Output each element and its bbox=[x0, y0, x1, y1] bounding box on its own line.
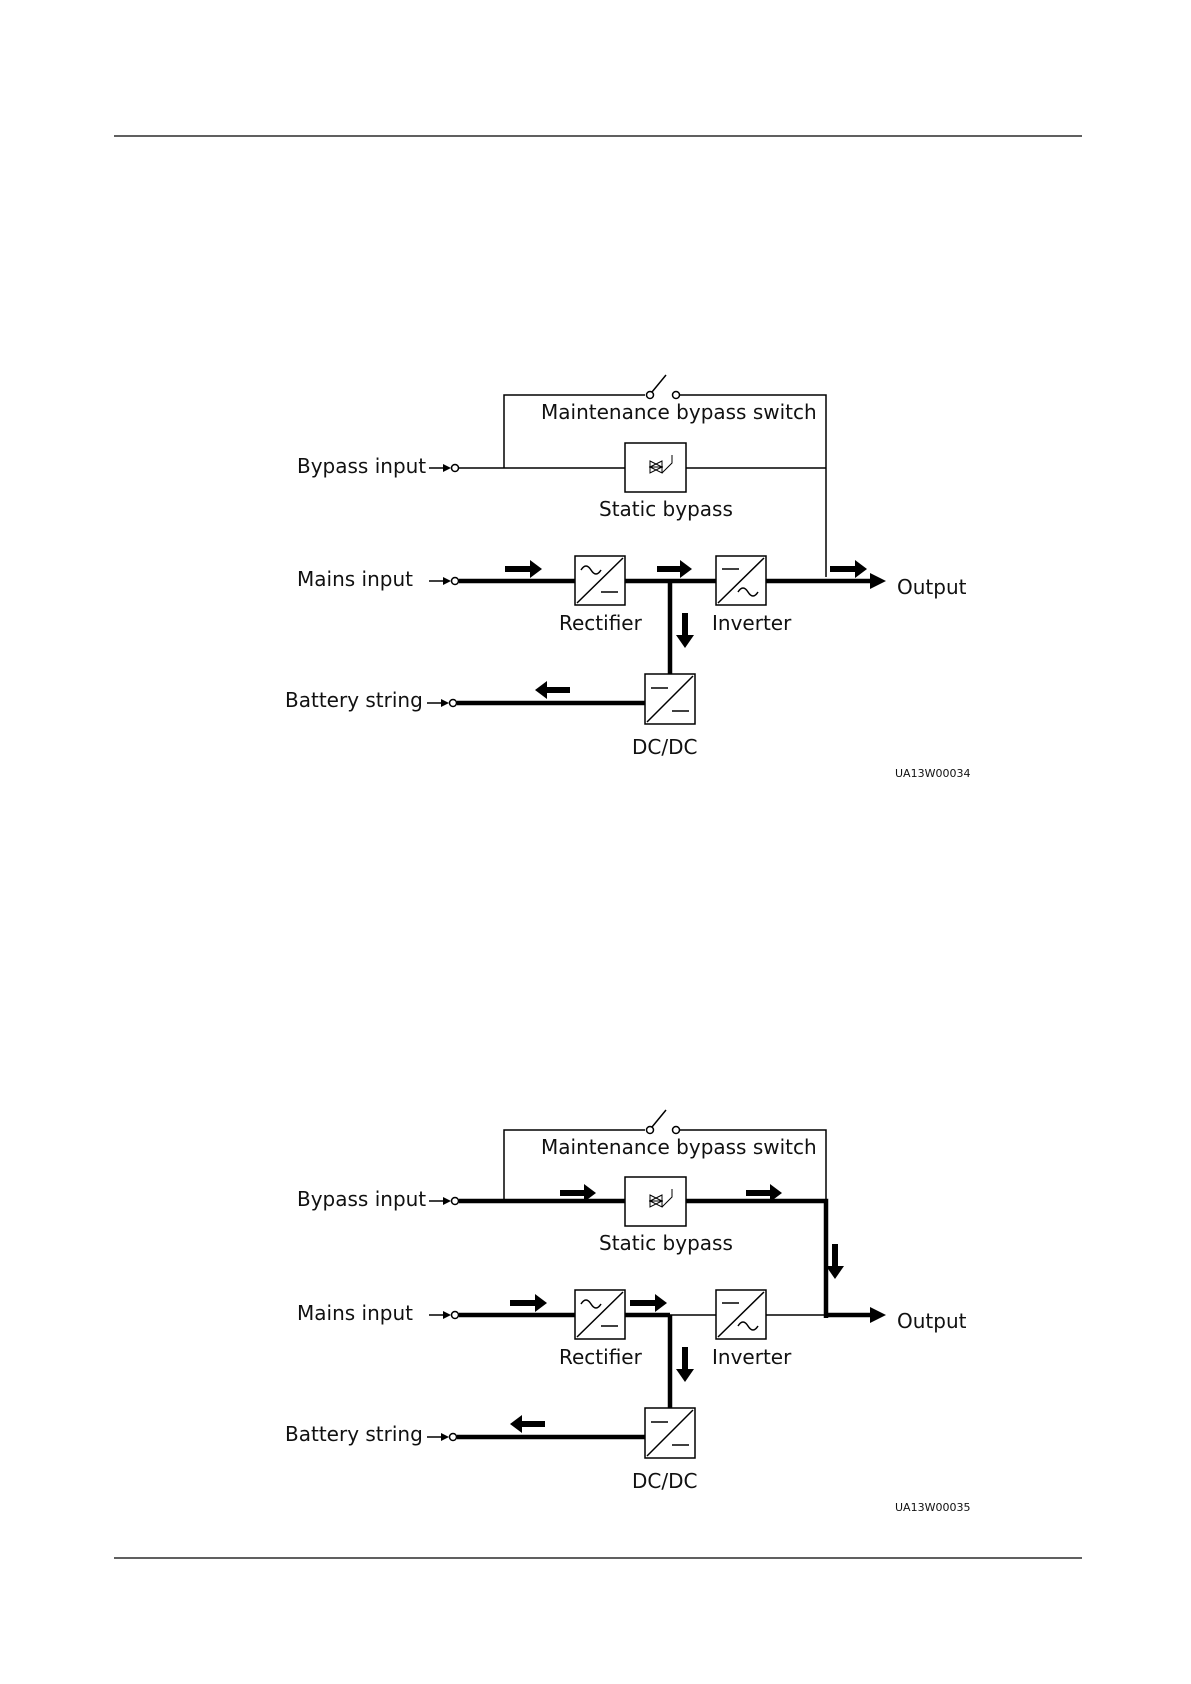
mains-input-label: Mains input bbox=[297, 567, 413, 591]
flow-arrow-dc-bus bbox=[630, 1294, 667, 1312]
output-label: Output bbox=[897, 575, 967, 599]
dcdc-block bbox=[645, 1408, 695, 1458]
inverter-label: Inverter bbox=[712, 1345, 792, 1369]
output-arrowhead-icon bbox=[870, 573, 886, 589]
bypass-input-terminal-icon bbox=[429, 1197, 459, 1205]
maintenance-switch-icon bbox=[647, 375, 680, 399]
flow-arrow-down-output bbox=[826, 1244, 844, 1279]
output-arrowhead-icon bbox=[870, 1307, 886, 1323]
static-bypass-block bbox=[625, 1177, 686, 1226]
figure-code: UA13W00035 bbox=[895, 1501, 970, 1514]
battery-terminal-icon bbox=[427, 699, 457, 707]
rectifier-block bbox=[575, 556, 625, 605]
ups-diagram-normal-mode: Maintenance bypass switch Bypass input S… bbox=[285, 375, 970, 780]
figure-code: UA13W00034 bbox=[895, 767, 970, 780]
rectifier-label: Rectifier bbox=[559, 1345, 643, 1369]
output-label: Output bbox=[897, 1309, 967, 1333]
mains-input-terminal-icon bbox=[429, 577, 459, 585]
flow-arrow-battery bbox=[510, 1415, 545, 1433]
bypass-input-label: Bypass input bbox=[297, 454, 426, 478]
flow-arrow-output bbox=[830, 560, 867, 578]
mains-input-label: Mains input bbox=[297, 1301, 413, 1325]
battery-string-label: Battery string bbox=[285, 688, 423, 712]
battery-terminal-icon bbox=[427, 1433, 457, 1441]
maintenance-switch-icon bbox=[647, 1110, 680, 1134]
battery-string-label: Battery string bbox=[285, 1422, 423, 1446]
maintenance-switch-label: Maintenance bypass switch bbox=[541, 400, 817, 424]
flow-arrow-mains bbox=[505, 560, 542, 578]
flow-arrow-mains bbox=[510, 1294, 547, 1312]
maintenance-switch-label: Maintenance bypass switch bbox=[541, 1135, 817, 1159]
flow-arrow-battery bbox=[535, 681, 570, 699]
dcdc-label: DC/DC bbox=[632, 735, 697, 759]
static-bypass-label: Static bypass bbox=[599, 497, 733, 521]
flow-arrow-down bbox=[676, 613, 694, 648]
rectifier-block bbox=[575, 1290, 625, 1339]
static-bypass-label: Static bypass bbox=[599, 1231, 733, 1255]
static-bypass-block bbox=[625, 443, 686, 492]
dcdc-block bbox=[645, 674, 695, 724]
dcdc-label: DC/DC bbox=[632, 1469, 697, 1493]
inverter-block bbox=[716, 1290, 766, 1339]
flow-arrow-dc-bus bbox=[657, 560, 692, 578]
ups-diagram-bypass-mode: Maintenance bypass switch Bypass input S… bbox=[285, 1110, 970, 1514]
inverter-block bbox=[716, 556, 766, 605]
rectifier-label: Rectifier bbox=[559, 611, 643, 635]
inverter-label: Inverter bbox=[712, 611, 792, 635]
bypass-input-terminal-icon bbox=[429, 464, 459, 472]
bypass-input-label: Bypass input bbox=[297, 1187, 426, 1211]
mains-input-terminal-icon bbox=[429, 1311, 459, 1319]
flow-arrow-down bbox=[676, 1347, 694, 1382]
